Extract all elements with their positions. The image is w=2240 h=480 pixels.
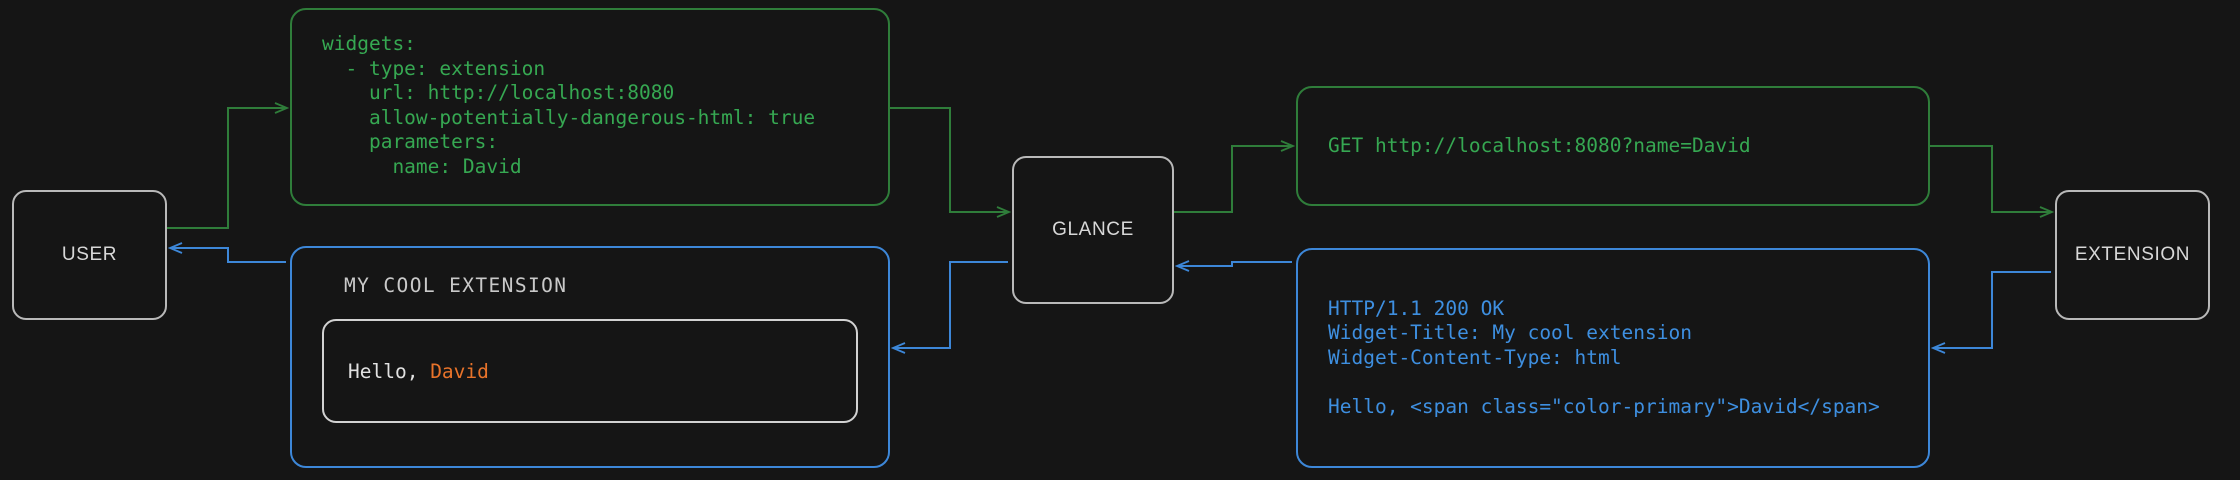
rendered-widget-body-prefix: Hello, xyxy=(348,359,431,383)
http-response-text: HTTP/1.1 200 OK Widget-Title: My cool ex… xyxy=(1328,296,1880,418)
http-request-box: GET http://localhost:8080?name=David xyxy=(1296,86,1930,206)
rendered-widget-box: MY COOL EXTENSION Hello, David xyxy=(290,246,890,468)
arrow-glance-to-request xyxy=(1174,146,1292,213)
node-glance-label: GLANCE xyxy=(1052,219,1134,240)
arrow-extension-to-response xyxy=(1934,271,2051,348)
http-request-text: GET http://localhost:8080?name=David xyxy=(1328,133,1751,157)
yaml-config-text: widgets: - type: extension url: http://l… xyxy=(322,32,816,178)
rendered-widget-card: Hello, David xyxy=(322,319,858,423)
node-user-label: USER xyxy=(61,244,118,265)
rendered-widget-body: Hello, David xyxy=(348,360,489,383)
node-extension-label: EXTENSION xyxy=(2074,244,2191,265)
rendered-widget-body-name: David xyxy=(430,359,489,383)
arrow-config-to-glance xyxy=(890,107,1008,212)
rendered-widget-title: MY COOL EXTENSION xyxy=(344,274,568,297)
arrow-response-to-glance xyxy=(1178,262,1292,266)
arrow-user-to-config xyxy=(167,108,286,229)
arrow-request-to-extension xyxy=(1930,145,2051,212)
node-user[interactable]: USER xyxy=(12,190,167,320)
http-response-box: HTTP/1.1 200 OK Widget-Title: My cool ex… xyxy=(1296,248,1930,468)
yaml-config-box: widgets: - type: extension url: http://l… xyxy=(290,8,890,206)
node-glance[interactable]: GLANCE xyxy=(1012,156,1174,304)
node-extension[interactable]: EXTENSION xyxy=(2055,190,2210,320)
arrow-widget-to-user xyxy=(171,248,286,263)
arrow-glance-to-widget xyxy=(894,261,1008,348)
